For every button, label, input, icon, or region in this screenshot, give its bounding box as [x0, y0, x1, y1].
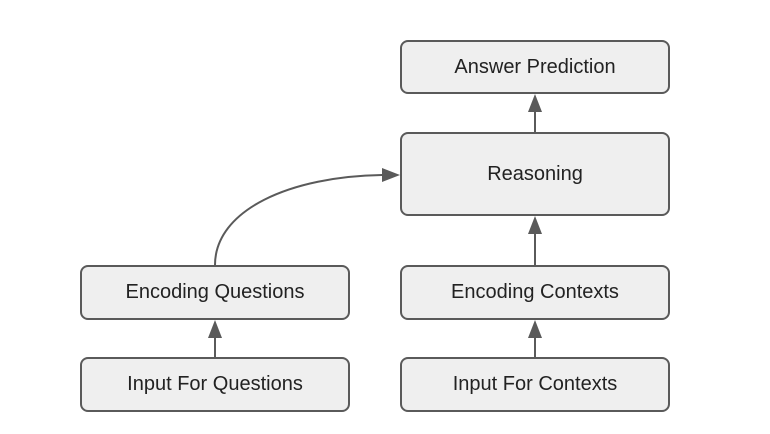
encoding-contexts-label: Encoding Contexts: [451, 281, 619, 303]
input-for-contexts-node: Input For Contexts: [400, 357, 670, 412]
encoding-questions-node: Encoding Questions: [80, 265, 350, 320]
answer-prediction-label: Answer Prediction: [454, 55, 616, 78]
encoding-questions-label: Encoding Questions: [125, 281, 305, 303]
encoding-contexts-node: Encoding Contexts: [400, 265, 670, 320]
edge-input-questions-to-encoding-questions: [208, 320, 222, 357]
input-for-questions-label: Input For Questions: [127, 373, 303, 395]
edge-input-contexts-to-encoding-contexts: [528, 320, 542, 357]
edge-encoding-questions-to-reasoning: [214, 168, 400, 266]
input-for-contexts-label: Input For Contexts: [452, 373, 618, 395]
input-for-questions-node: Input For Questions: [80, 357, 350, 412]
reasoning-node: Reasoning: [400, 132, 670, 216]
answer-prediction-node: Answer Prediction: [400, 40, 670, 94]
edge-encoding-contexts-to-reasoning: [528, 216, 542, 265]
edge-reasoning-to-answer-prediction: [528, 94, 542, 132]
reasoning-label: Reasoning: [487, 162, 583, 185]
